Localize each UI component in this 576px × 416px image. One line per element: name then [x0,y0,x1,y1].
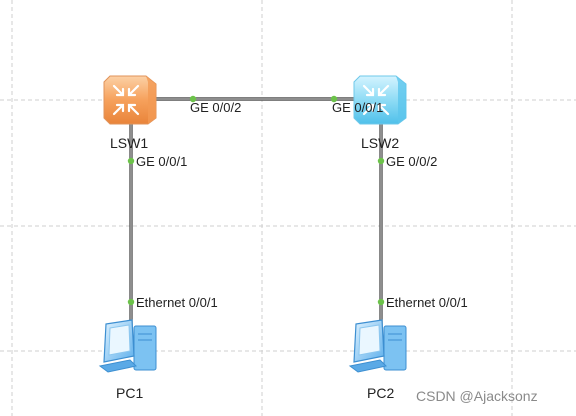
port-label: Ethernet 0/0/1 [386,295,468,310]
switch-icon[interactable] [353,75,407,125]
port-dot[interactable] [330,95,338,103]
watermark: CSDN @Ajacksonz [416,388,538,404]
port-label: GE 0/0/2 [386,154,437,169]
port-dot[interactable] [189,95,197,103]
port-label: GE 0/0/1 [332,100,383,115]
device-label-lsw1: LSW1 [110,135,148,151]
pc-icon[interactable] [348,319,407,373]
port-dot[interactable] [377,157,385,165]
port-label: GE 0/0/2 [190,100,241,115]
port-label: Ethernet 0/0/1 [136,295,218,310]
port-dot[interactable] [127,298,135,306]
pc-icon[interactable] [98,319,157,373]
port-label: GE 0/0/1 [136,154,187,169]
device-label-pc1: PC1 [116,385,143,401]
port-dot[interactable] [377,298,385,306]
switch-icon[interactable] [103,75,157,125]
device-label-pc2: PC2 [367,385,394,401]
device-label-lsw2: LSW2 [361,135,399,151]
port-dot[interactable] [127,157,135,165]
